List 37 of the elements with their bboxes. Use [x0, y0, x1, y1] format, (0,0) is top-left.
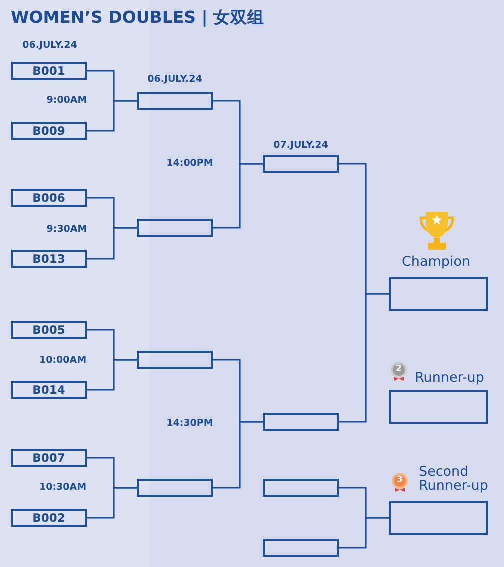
- team-box: B006: [11, 189, 87, 207]
- match-box: [263, 413, 339, 431]
- bracket-line: [87, 487, 137, 519]
- match-date: 06.JULY.24: [22, 40, 78, 51]
- match-time: 10:00AM: [39, 355, 87, 366]
- bracket-line: [213, 163, 263, 229]
- match-box: [263, 479, 339, 497]
- team-box: B009: [11, 122, 87, 140]
- bracket-line: [339, 517, 389, 549]
- team-box: B014: [11, 381, 87, 399]
- match-box: [137, 479, 213, 497]
- match-box: [137, 219, 213, 237]
- match-time: 9:00AM: [46, 95, 88, 106]
- match-box: [137, 351, 213, 369]
- team-box: B013: [11, 250, 87, 268]
- match-box: [263, 155, 339, 173]
- award-title: Second Runner-up: [419, 465, 490, 494]
- bracket-line: [213, 421, 263, 489]
- team-box: B001: [11, 62, 87, 80]
- match-time: 9:30AM: [46, 224, 88, 235]
- medal-number: 2: [396, 364, 402, 374]
- team-box: B002: [11, 509, 87, 527]
- award-title: Champion: [402, 255, 472, 270]
- match-box: [137, 92, 213, 110]
- bracket-line: [339, 293, 389, 423]
- match-time: 14:30PM: [166, 418, 214, 429]
- team-box: B005: [11, 321, 87, 339]
- match-time: 10:30AM: [39, 482, 87, 493]
- title: WOMEN’S DOUBLES | 女双组: [11, 7, 265, 29]
- bracket-line: [87, 100, 137, 132]
- award-title: Runner-up: [415, 371, 486, 386]
- match-box: [263, 539, 339, 557]
- medal-number: 3: [397, 475, 403, 485]
- bracket-line: [87, 227, 137, 260]
- team-box: B007: [11, 449, 87, 467]
- bracket-line: [87, 359, 137, 391]
- match-time: 14:00PM: [166, 158, 214, 169]
